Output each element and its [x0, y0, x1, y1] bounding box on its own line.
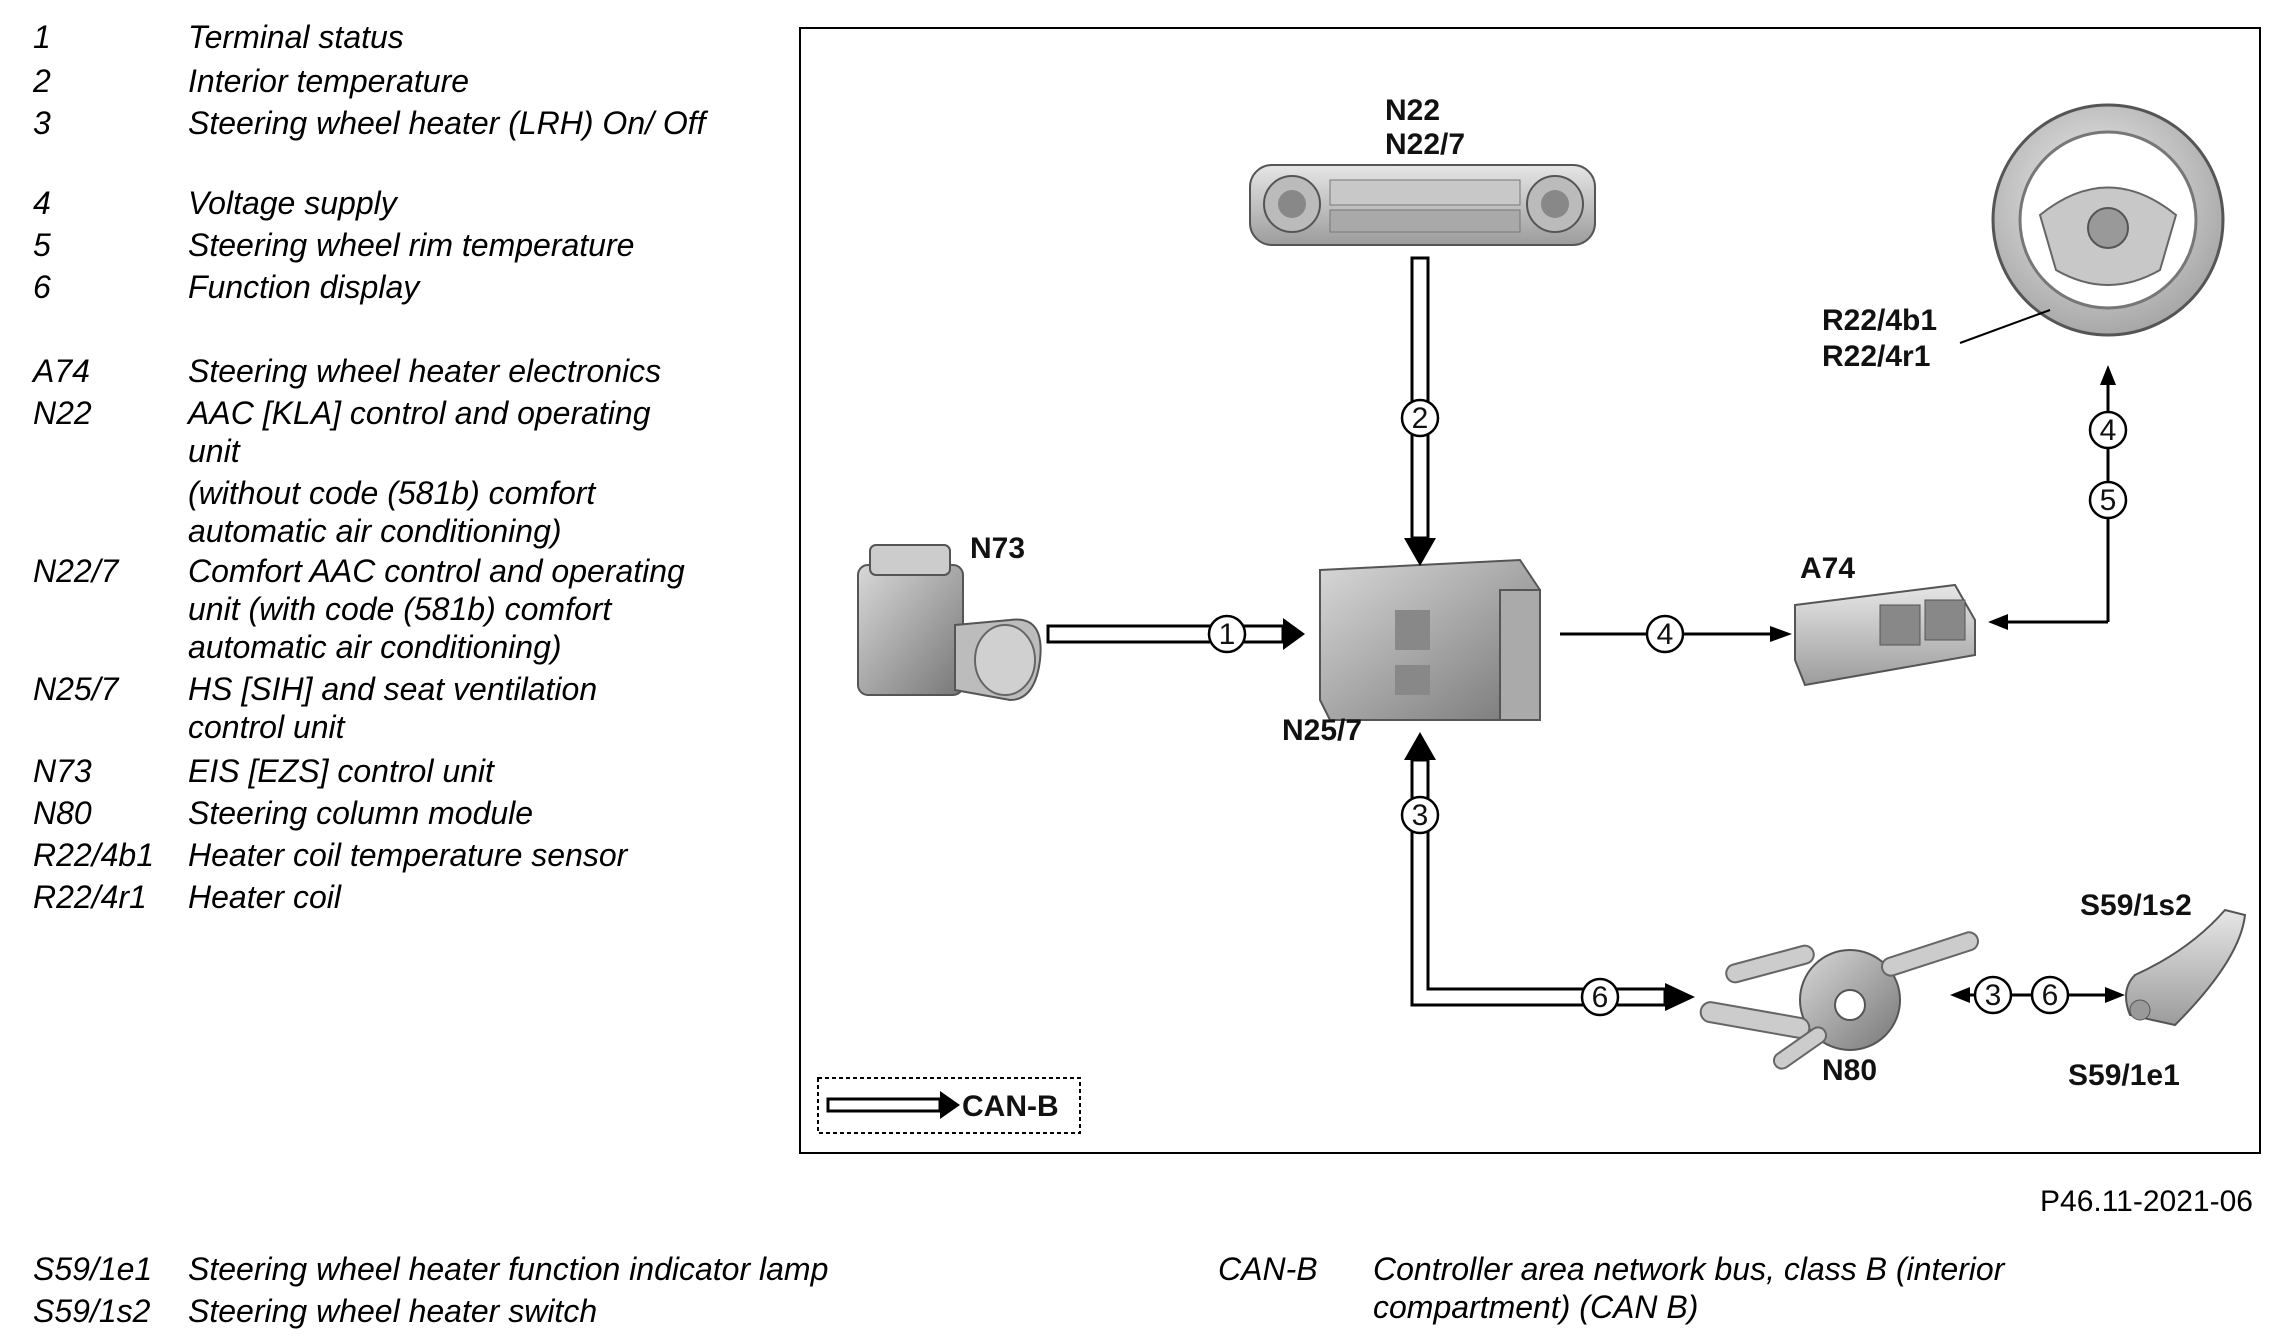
legend-key: R22/4b1 — [33, 837, 154, 873]
legend-top: 1 Terminal status 2 Interior temperature 3… — [33, 18, 753, 938]
connector-number: 6 — [2030, 975, 2070, 1015]
legend-text: Steering wheel heater function indicator… — [188, 1251, 829, 1287]
legend-key: 2 — [33, 63, 51, 99]
label-r22-4b1: R22/4b1 — [1822, 304, 1937, 337]
connector-number-text: 4 — [2100, 414, 2117, 447]
legend-key: N73 — [33, 753, 92, 789]
label-n25-7: N25/7 — [1282, 714, 1362, 747]
legend-text: Steering column module — [188, 795, 534, 831]
legend-text: Heater coil temperature sensor — [188, 837, 628, 873]
legend-bottom-right: CAN-B Controller area network bus, class … — [1218, 1250, 2258, 1334]
legend-key: S59/1s2 — [33, 1293, 151, 1329]
label-n22: N22 — [1385, 94, 1440, 127]
connector-number-text: 6 — [2042, 979, 2059, 1012]
legend-text: Voltage supply — [188, 185, 397, 221]
legend-key: N22 — [33, 395, 92, 431]
legend-key: 4 — [33, 185, 51, 221]
eis-control-unit-image — [857, 544, 1042, 702]
leader-line-wheel — [1959, 309, 2051, 344]
legend-text: AAC [KLA] control and operating unit — [188, 395, 651, 469]
legend-text: Terminal status — [188, 19, 404, 55]
label-r22-4r1: R22/4r1 — [1822, 340, 1930, 373]
legend-text: Heater coil — [188, 879, 341, 915]
legend-key: A74 — [33, 353, 90, 389]
legend-text: Steering wheel rim temperature — [188, 227, 635, 263]
label-a74: A74 — [1800, 552, 1855, 585]
connector-number: 5 — [2088, 480, 2128, 520]
connector-n80-n25 — [1404, 732, 1695, 1011]
label-n22-7: N22/7 — [1385, 128, 1465, 161]
legend-key: N80 — [33, 795, 92, 831]
legend-text: Comfort AAC control and operating unit (… — [188, 553, 685, 665]
label-n80: N80 — [1822, 1054, 1877, 1087]
steering-heater-switch-image — [2125, 908, 2247, 1027]
connector-number-text: 3 — [1412, 799, 1429, 832]
label-s59-1e1: S59/1e1 — [2068, 1059, 2180, 1092]
figure-id: P46.11-2021-06 — [2040, 1185, 2253, 1218]
connector-number-text: 6 — [1592, 981, 1609, 1014]
can-b-legend-box: CAN-B — [817, 1077, 1081, 1134]
label-n73: N73 — [970, 532, 1025, 565]
legend-key: R22/4r1 — [33, 879, 147, 915]
connector-n22-to-n25 — [1404, 256, 1436, 566]
connector-number: 3 — [1973, 975, 2013, 1015]
legend-key: 1 — [33, 19, 51, 55]
legend-key: 3 — [33, 105, 51, 141]
connector-number: 4 — [2088, 410, 2128, 450]
connector-number-text: 2 — [1412, 402, 1429, 435]
connector-number: 3 — [1400, 795, 1440, 835]
legend-text: Function display — [188, 269, 420, 305]
connector-number: 4 — [1645, 614, 1685, 654]
steering-column-module-image — [1699, 931, 1979, 1070]
connector-number-text: 5 — [2100, 484, 2117, 517]
legend-text: (without code (581b) comfort automatic a… — [188, 475, 596, 549]
legend-text: HS [SIH] and seat ventilation control un… — [188, 671, 598, 745]
connector-number: 1 — [1207, 614, 1247, 654]
connector-number-text: 1 — [1219, 618, 1236, 651]
legend-text: Steering wheel heater switch — [188, 1293, 598, 1329]
legend-text: Controller area network bus, class B (in… — [1373, 1251, 2005, 1325]
connector-number: 6 — [1580, 977, 1620, 1017]
legend-key: N22/7 — [33, 553, 119, 589]
connector-number: 2 — [1400, 398, 1440, 438]
legend-key: S59/1e1 — [33, 1251, 153, 1287]
legend-text: Interior temperature — [188, 63, 470, 99]
connector-number-text: 4 — [1657, 618, 1674, 651]
legend-text: Steering wheel heater (LRH) On/ Off — [188, 105, 706, 141]
label-s59-1s2: S59/1s2 — [2080, 889, 2192, 922]
aac-control-unit-image — [1249, 164, 1596, 246]
connector-number-text: 3 — [1985, 979, 2002, 1012]
legend-text: EIS [EZS] control unit — [188, 753, 494, 789]
label-can-b: CAN-B — [962, 1090, 1059, 1123]
legend-key: N25/7 — [33, 671, 119, 707]
legend-bottom-left: S59/1e1 Steering wheel heater function in… — [33, 1250, 893, 1334]
seat-heater-control-unit-image — [1319, 558, 1541, 721]
steering-wheel-image — [1991, 103, 2225, 337]
legend-key: CAN-B — [1218, 1251, 1318, 1287]
legend-key: 6 — [33, 269, 51, 305]
legend-key: 5 — [33, 227, 51, 263]
legend-text: Steering wheel heater electronics — [188, 353, 662, 389]
steering-heater-electronics-image — [1794, 583, 1976, 687]
